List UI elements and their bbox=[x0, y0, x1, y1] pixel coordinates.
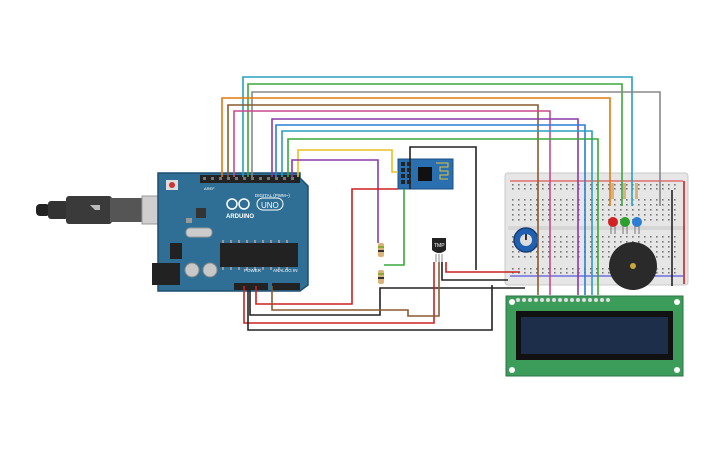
led-resistors bbox=[611, 183, 638, 199]
wire-purple bbox=[291, 159, 379, 243]
potentiometer[interactable] bbox=[513, 227, 539, 253]
wire-gray bbox=[251, 91, 661, 206]
wire-brown-2 bbox=[271, 262, 440, 317]
wire-blue-1 bbox=[275, 124, 586, 295]
wire-black-3 bbox=[441, 262, 508, 281]
wire-green bbox=[247, 83, 623, 206]
wire-teal bbox=[242, 76, 633, 206]
wifi-module[interactable] bbox=[397, 158, 454, 190]
wire-teal-2 bbox=[281, 130, 593, 295]
piezo-buzzer bbox=[609, 242, 657, 290]
green-led bbox=[620, 217, 630, 234]
wire-pink bbox=[233, 110, 551, 295]
digital-header-label: DIGITAL (PWM~) bbox=[255, 193, 290, 198]
wire-red-1 bbox=[255, 188, 398, 305]
resistor-1 bbox=[378, 243, 384, 257]
power-label: POWER bbox=[244, 268, 262, 273]
wire-green-3 bbox=[384, 189, 405, 266]
wire-black-1 bbox=[249, 286, 525, 316]
red-led bbox=[608, 217, 618, 234]
wire-purple-2 bbox=[271, 118, 579, 295]
wire-red-3 bbox=[445, 262, 520, 273]
sensor-label: TMP bbox=[434, 243, 445, 249]
wire-brown bbox=[227, 104, 539, 295]
wire-black-top bbox=[409, 146, 477, 270]
lcd-pins bbox=[516, 298, 610, 302]
arduino-uno-board[interactable]: AREF DIGITAL (PWM~) ARDUINO UNO bbox=[152, 172, 309, 292]
brand-label: ARDUINO bbox=[226, 214, 254, 220]
aref-label: AREF bbox=[204, 186, 215, 191]
wire-green-2 bbox=[287, 138, 599, 295]
wire-black-2 bbox=[247, 285, 493, 331]
wire-orange bbox=[221, 97, 611, 206]
wires bbox=[221, 76, 685, 331]
model-label: UNO bbox=[261, 201, 279, 210]
analog-in-label: ANALOG IN bbox=[273, 268, 298, 273]
wire-yellow bbox=[297, 149, 398, 177]
wire-red-2 bbox=[243, 262, 435, 324]
blue-led bbox=[632, 217, 642, 234]
lcd-display[interactable] bbox=[505, 295, 684, 377]
temperature-sensor[interactable]: TMP bbox=[432, 238, 446, 262]
resistor-2 bbox=[378, 270, 384, 284]
